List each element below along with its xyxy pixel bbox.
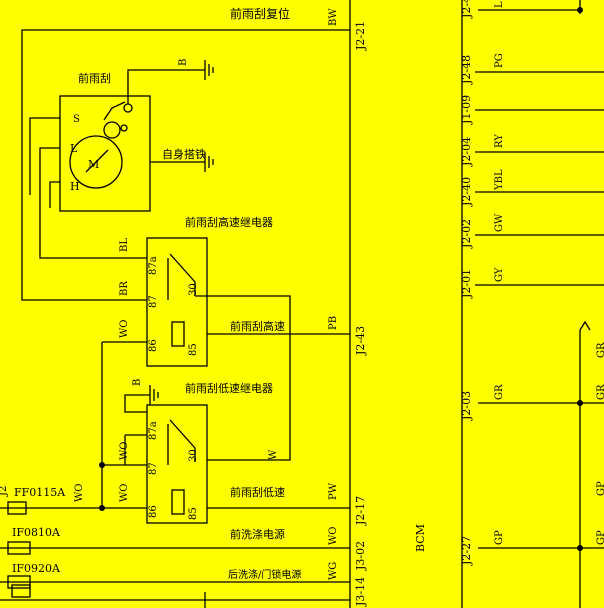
front-wiper-reset-label: 前雨刮复位 (230, 6, 290, 21)
pin-86-1: 86 (148, 339, 159, 352)
connector-j2-01: J2-01 (460, 269, 473, 299)
bcm-right-wiring (461, 0, 604, 608)
low-speed-relay-box (146, 404, 208, 524)
pb-wire-label: PB (328, 316, 339, 330)
connector-j3-02: J3-02 (354, 541, 367, 571)
wire-gp-a: GP (596, 481, 604, 496)
washer-power-label: 前洗涤电源 (230, 527, 285, 541)
wire-gr-a: GR (596, 342, 604, 358)
br-wire-label: BR (119, 281, 130, 296)
wire-gr: GR (494, 384, 505, 400)
rear-washer-label: 后洗涤/门锁电源 (228, 568, 301, 581)
wo-wire-label-2: WO (119, 442, 130, 460)
self-ground-label: 自身搭铁 (162, 147, 206, 161)
connector-j2-48: J2-48 (460, 55, 473, 85)
wo-wire-label-1: WO (119, 320, 130, 338)
front-wiper-high-label: 前雨刮高速 (230, 319, 285, 333)
wo-wire-label-5: WO (328, 527, 339, 545)
connector-j2-21: J2-21 (354, 21, 367, 51)
fuse1-label: FF0115A (14, 486, 66, 499)
connector-j2-27: J2-27 (460, 536, 473, 566)
junction-dot (99, 505, 105, 511)
pin-30-2: 30 (188, 449, 199, 462)
fuse1-pin: J2 (0, 486, 9, 497)
motor-symbol (69, 135, 123, 189)
front-wiper-low-label: 前雨刮低速 (230, 485, 285, 499)
wire-gr-b: GR (596, 384, 604, 400)
connector-j2-4x: J2-4 (460, 0, 473, 19)
wire-pg: PG (494, 53, 505, 68)
pin-87-1: 87 (148, 295, 159, 308)
s-pin-label: S (73, 114, 80, 125)
pin-85-1: 85 (188, 343, 199, 356)
pin-87a-2: 87a (148, 421, 159, 440)
wire-ry: RY (494, 134, 505, 148)
m-pin-label: M (88, 158, 99, 171)
connector-j2-04: J2-04 (460, 137, 473, 167)
bcm-label: BCM (414, 524, 427, 552)
fuse3-label: IF0920A (12, 562, 61, 575)
pw-wire-label: PW (328, 482, 339, 500)
connector-j2-02: J2-02 (460, 219, 473, 249)
h-pin-label: H (70, 180, 80, 193)
pin-85-2: 85 (188, 507, 199, 520)
junction-dot (99, 462, 105, 468)
connector-j2-17: J2-17 (354, 496, 367, 526)
connector-j2-40: J2-40 (460, 177, 473, 207)
wo-wire-label-4: WO (74, 484, 85, 502)
bw-wire-label: BW (328, 8, 339, 26)
connector-j2-43: J2-43 (354, 326, 367, 356)
connector-j2-03: J2-03 (460, 391, 473, 421)
wire-ybl: YBL (494, 169, 505, 191)
high-speed-relay-title: 前雨刮高速继电器 (185, 215, 273, 229)
wire-gw: GW (494, 213, 505, 232)
motor-box (59, 95, 151, 212)
connector-j1-09: J1-09 (460, 95, 473, 125)
fuse2-label: IF0810A (12, 526, 61, 539)
low-speed-relay-title: 前雨刮低速继电器 (185, 381, 273, 395)
wire-gp: GP (494, 530, 505, 545)
wo-wire-label-3: WO (119, 484, 130, 502)
pin-30-1: 30 (188, 283, 199, 296)
wg-wire-label: WG (328, 562, 339, 580)
b-label-top: B (178, 59, 189, 66)
pin-86-2: 86 (148, 505, 159, 518)
b-label-mid: B (132, 379, 143, 386)
pin-87a-1: 87a (148, 256, 159, 275)
w-wire-label: W (268, 449, 279, 460)
wiper-cam (103, 121, 121, 139)
wire-gp-b: GP (596, 530, 604, 545)
wire-gy: GY (494, 267, 505, 282)
wiring (0, 0, 351, 608)
bl-wire-label: BL (119, 238, 130, 252)
l-pin-label: L (70, 142, 78, 155)
pin-87-2: 87 (148, 462, 159, 475)
connector-j3-14: J3-14 (354, 577, 367, 607)
front-wiper-label: 前雨刮 (78, 71, 111, 85)
high-speed-relay-box (146, 237, 208, 367)
wire-l: L (494, 1, 505, 8)
